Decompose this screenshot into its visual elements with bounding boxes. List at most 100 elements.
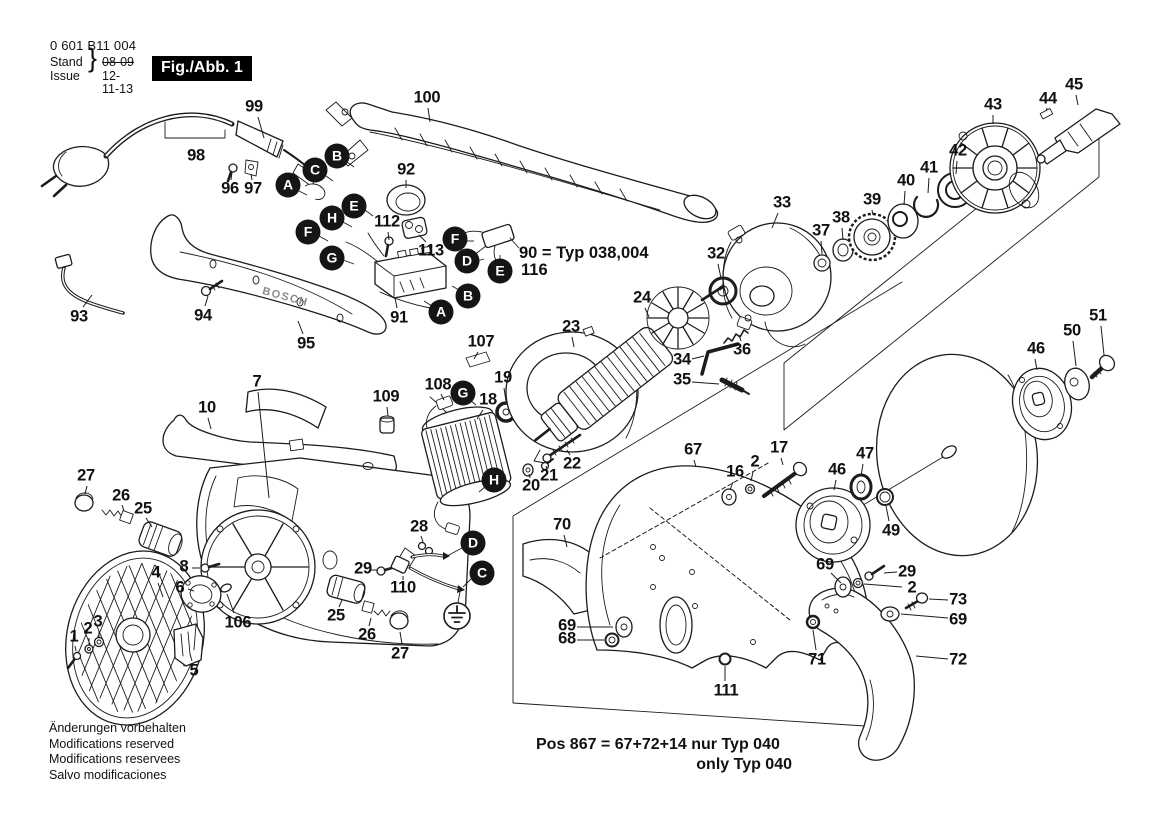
- part-label-70: 70: [553, 515, 571, 534]
- part-label-50: 50: [1063, 321, 1081, 340]
- leader-line: [927, 177, 930, 194]
- gear-train: [813, 108, 1121, 272]
- flange-46-upper: [1011, 367, 1073, 441]
- part-label-98: 98: [187, 146, 205, 165]
- leader-line: [257, 391, 270, 499]
- fasteners-right: [834, 564, 929, 622]
- leader-line: [729, 481, 734, 491]
- letter-marker-H: H: [319, 205, 345, 231]
- leader-line: [446, 547, 463, 557]
- leader-line: [566, 449, 571, 456]
- leader-line: [885, 505, 890, 522]
- letter-marker-C: C: [302, 157, 328, 183]
- pos-note-line1: Pos 867 = 67+72+14 nur Typ 040: [536, 736, 780, 753]
- part-label-44: 44: [1039, 89, 1057, 108]
- part-label-32: 32: [707, 244, 725, 263]
- leader-line: [738, 334, 742, 342]
- leader-line: [1075, 94, 1079, 106]
- oring-49: [876, 488, 894, 506]
- part-label-1: 1: [69, 627, 79, 646]
- stand-label: Stand: [50, 55, 83, 69]
- header-block: 0 601 B11 004 Stand Issue } 08-09 12-11-…: [50, 38, 137, 96]
- pos-note-line2: only Typ 040: [696, 756, 792, 773]
- side-guard-72: [808, 587, 915, 761]
- part-label-2: 2: [750, 452, 760, 471]
- part-label-26: 26: [112, 486, 130, 505]
- part-label-27: 27: [391, 644, 409, 663]
- part-label-6: 6: [175, 578, 185, 597]
- letter-marker-D: D: [454, 248, 480, 274]
- leader-line: [563, 534, 568, 548]
- leader-line: [863, 583, 903, 588]
- part-113: [401, 216, 428, 239]
- part-number: 0 601 B11 004: [50, 38, 137, 53]
- leader-line: [883, 571, 898, 574]
- leader-line: [928, 598, 949, 601]
- letter-marker-E: E: [341, 193, 367, 219]
- part-label-36: 36: [733, 340, 751, 359]
- footer-block: Änderungen vorbehalten Modifications res…: [49, 721, 186, 783]
- leader-line: [427, 107, 431, 123]
- part-label-37: 37: [812, 221, 830, 240]
- leader-line: [342, 259, 355, 265]
- part-label-72: 72: [949, 650, 967, 669]
- footer-line: Modifications reserved: [49, 736, 175, 751]
- part-label-96: 96: [221, 179, 239, 198]
- figure-label: Fig./Abb. 1: [152, 56, 252, 81]
- flange-6: [180, 575, 222, 613]
- leader-line: [387, 231, 390, 241]
- part-label-16: 16: [726, 462, 744, 481]
- motor-housing: [162, 414, 471, 647]
- ground-symbol: [443, 602, 471, 630]
- part-label-5: 5: [189, 661, 199, 680]
- part-label-18: 18: [479, 390, 497, 409]
- leader-line: [84, 485, 88, 495]
- part-label-69: 69: [816, 555, 834, 574]
- part-label-2: 2: [907, 578, 917, 597]
- part-label-34: 34: [673, 350, 691, 369]
- allen-key-34: [700, 342, 740, 376]
- part-label-40: 40: [897, 171, 915, 190]
- part-label-27: 27: [77, 466, 95, 485]
- part-label-21: 21: [540, 466, 558, 485]
- letter-marker-F: F: [442, 226, 468, 252]
- screws-1-2-3: [66, 636, 105, 670]
- leader-line: [571, 336, 575, 348]
- typ-note: 90 = Typ 038,004: [519, 244, 649, 262]
- part-label-39: 39: [863, 190, 881, 209]
- sticker-7: [245, 388, 327, 429]
- leader-line: [207, 417, 212, 430]
- part-label-24: 24: [633, 288, 651, 307]
- leader-line: [900, 613, 949, 619]
- part-label-107: 107: [467, 332, 495, 351]
- leader-line: [74, 645, 77, 652]
- part-label-109: 109: [372, 387, 400, 406]
- part-label-10: 10: [198, 398, 216, 417]
- leader-line: [342, 221, 353, 228]
- part-label-33: 33: [773, 193, 791, 212]
- wire-93: [54, 253, 125, 315]
- screw-94: [200, 279, 224, 297]
- part-label-46: 46: [828, 460, 846, 479]
- pos-note: Pos 867 = 67+72+14 nur Typ 040 only Typ …: [536, 736, 792, 774]
- leader-line: [871, 209, 874, 216]
- part-label-110: 110: [390, 578, 416, 597]
- part-label-47: 47: [856, 444, 874, 463]
- washers-68-69: [604, 616, 633, 648]
- part-label-91: 91: [390, 308, 408, 327]
- pin-106: [220, 583, 232, 593]
- part-label-35: 35: [673, 370, 691, 389]
- part-label-46: 46: [1027, 339, 1045, 358]
- leader-line: [187, 588, 195, 592]
- leader-line: [157, 582, 164, 598]
- brush-set-left: [74, 492, 183, 557]
- part-label-113: 113: [418, 241, 444, 260]
- part-label-69: 69: [949, 610, 967, 629]
- part-label-22: 22: [563, 454, 581, 473]
- leader-line: [691, 381, 720, 385]
- footer-line: Modifications reservees: [49, 752, 181, 766]
- issue-label: Issue: [50, 68, 80, 83]
- part-label-43: 43: [984, 95, 1002, 114]
- part-label-20: 20: [522, 476, 540, 495]
- part-label-71: 71: [808, 650, 826, 669]
